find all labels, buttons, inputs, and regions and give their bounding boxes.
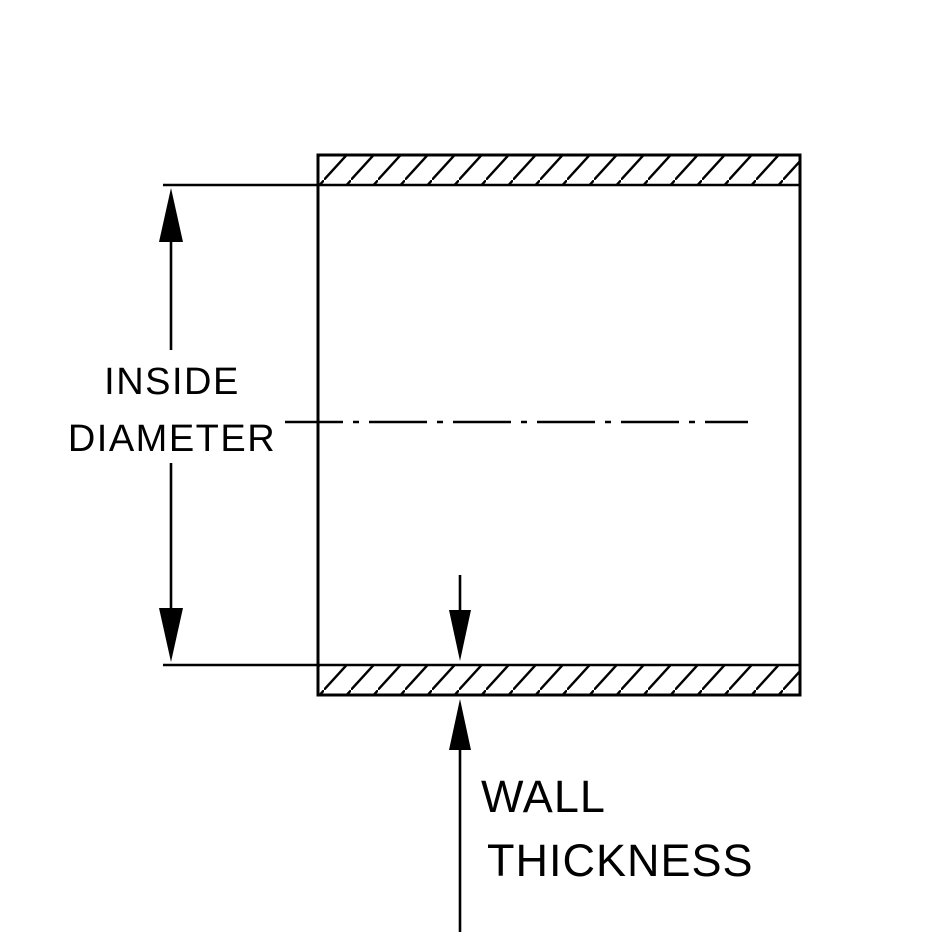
wall-thickness-label-line1: WALL — [481, 771, 606, 822]
bottom-wall-section — [318, 665, 800, 695]
top-wall-section — [318, 155, 800, 185]
inside-diameter-label-line1: INSIDE — [104, 361, 240, 403]
wall-thickness-label-line2: THICKNESS — [487, 835, 754, 886]
inside-diameter-label-line2: DIAMETER — [68, 418, 276, 460]
tube-cross-section-outline — [316, 153, 802, 697]
arrow-up-icon — [159, 188, 183, 242]
arrow-down-icon — [159, 608, 183, 662]
wall-arrow-down-icon — [449, 610, 471, 661]
wall-arrow-up-icon — [449, 699, 471, 750]
